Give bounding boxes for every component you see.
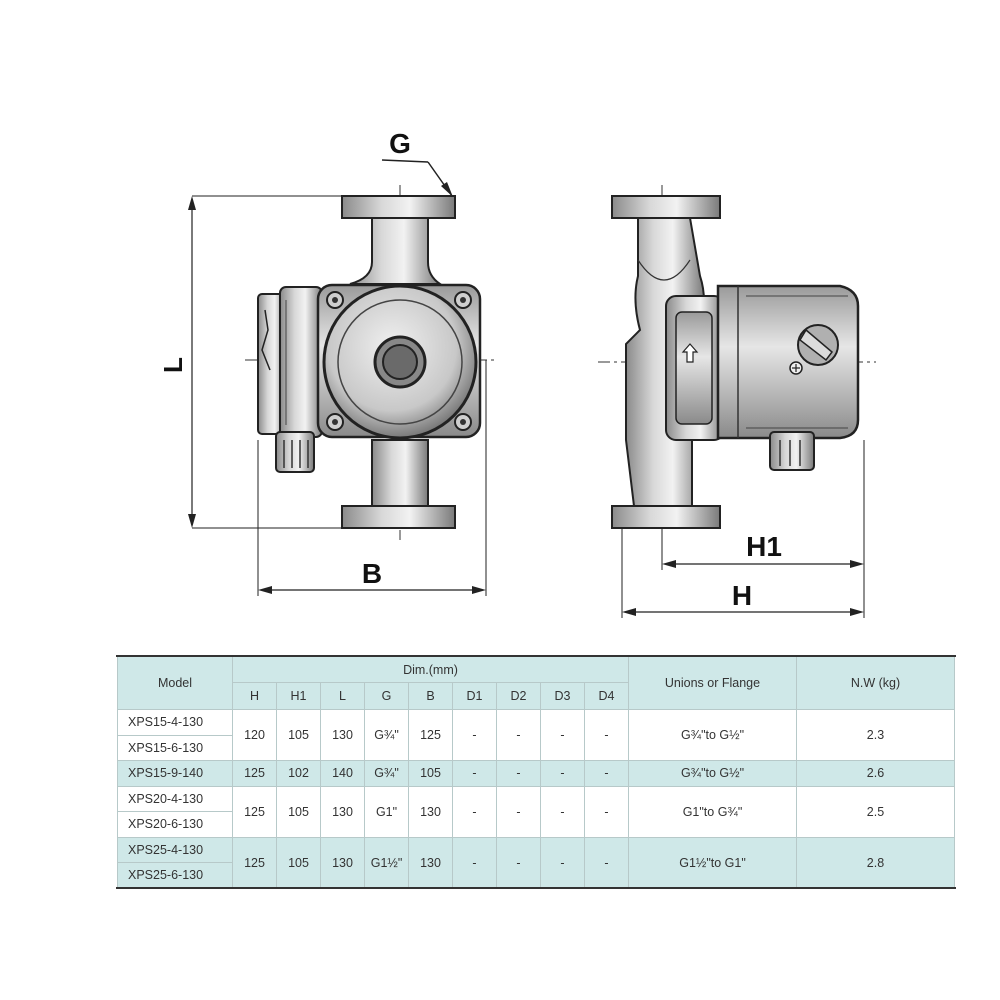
dim-cell: 130 (408, 785, 453, 838)
dim-cell: 125 (408, 709, 453, 761)
dim-cell: 125 (232, 785, 277, 838)
nw-cell: 2.6 (796, 760, 955, 787)
dim-col-header: D4 (584, 682, 629, 710)
dim-cell: G¾" (364, 760, 409, 787)
header-dim: Dim.(mm) (232, 656, 629, 683)
spec-table: Model Dim.(mm) Unions or Flange N.W (kg)… (117, 656, 955, 889)
header-model: Model (117, 656, 233, 710)
table-row: XPS15-6-130 (117, 734, 955, 761)
front-view-dimensions: L B G (158, 128, 487, 596)
table-row: XPS25-6-130 (117, 862, 955, 889)
dim-cell: G¾" (364, 709, 409, 761)
dim-cell: - (540, 785, 585, 838)
dim-col-header: D1 (452, 682, 497, 710)
side-view (598, 185, 876, 540)
model-cell: XPS15-9-140 (117, 760, 233, 787)
dim-cell: 130 (408, 836, 453, 889)
dim-cell: 125 (232, 760, 277, 787)
dim-cell: 102 (276, 760, 321, 787)
dim-cell: 105 (408, 760, 453, 787)
dim-cell: - (584, 836, 629, 889)
dim-cell: 120 (232, 709, 277, 761)
model-cell: XPS25-4-130 (117, 836, 233, 863)
dim-col-header: D3 (540, 682, 585, 710)
model-cell: XPS20-6-130 (117, 811, 233, 838)
dim-cell: - (540, 760, 585, 787)
header-nw: N.W (kg) (796, 656, 955, 710)
dim-cell: - (584, 785, 629, 838)
dim-cell: - (540, 709, 585, 761)
dim-cell: 130 (320, 836, 365, 889)
unions-cell: G¾"to G½" (628, 760, 797, 787)
unions-cell: G1"to G¾" (628, 785, 797, 838)
table-row: XPS20-4-130 125 105 130 G1" 130 - - - - … (117, 785, 955, 838)
nw-cell: 2.5 (796, 785, 955, 838)
header-unions: Unions or Flange (628, 656, 797, 710)
table-row: XPS20-6-130 (117, 811, 955, 838)
pump-dimension-drawing: L B G (158, 128, 876, 618)
dim-cell: G1" (364, 785, 409, 838)
dim-label-h: H (732, 580, 752, 611)
model-cell: XPS20-4-130 (117, 785, 233, 812)
dim-cell: - (452, 760, 497, 787)
front-view (245, 185, 495, 540)
nw-cell: 2.8 (796, 836, 955, 889)
model-cell: XPS15-6-130 (117, 734, 233, 761)
unions-cell: G¾"to G½" (628, 709, 797, 761)
unions-cell: G1½"to G1" (628, 836, 797, 889)
model-cell: XPS25-6-130 (117, 862, 233, 889)
nw-cell: 2.3 (796, 709, 955, 761)
dim-cell: - (496, 836, 541, 889)
dim-cell: - (496, 760, 541, 787)
dim-cell: 140 (320, 760, 365, 787)
dim-cell: 130 (320, 785, 365, 838)
dim-cell: - (452, 836, 497, 889)
dim-cell: - (496, 785, 541, 838)
side-view-dimensions: H1 H (621, 440, 865, 618)
dim-cell: 125 (232, 836, 277, 889)
dim-label-l: L (158, 357, 188, 373)
dim-cell: 105 (276, 836, 321, 889)
dim-label-g: G (389, 128, 411, 159)
dim-col-header: H (232, 682, 277, 710)
dim-col-header: D2 (496, 682, 541, 710)
model-cell: XPS15-4-130 (117, 709, 233, 736)
dim-col-header: L (320, 682, 365, 710)
dim-cell: 130 (320, 709, 365, 761)
dim-cell: - (540, 836, 585, 889)
table-row: XPS15-9-140 125 102 140 G¾" 105 - - - - … (117, 760, 955, 787)
dim-cell: 105 (276, 785, 321, 838)
dim-cell: - (584, 760, 629, 787)
dim-label-b: B (362, 558, 382, 589)
table-row: XPS15-4-130 120 105 130 G¾" 125 - - - - … (117, 709, 955, 761)
dim-col-header: H1 (276, 682, 321, 710)
dim-cell: - (452, 709, 497, 761)
dim-cell: - (496, 709, 541, 761)
dim-col-header: G (364, 682, 409, 710)
table-row: XPS25-4-130 125 105 130 G1½" 130 - - - -… (117, 836, 955, 889)
dim-cell: - (452, 785, 497, 838)
dim-col-header: B (408, 682, 453, 710)
dim-cell: - (584, 709, 629, 761)
dim-cell: 105 (276, 709, 321, 761)
dim-label-h1: H1 (746, 531, 782, 562)
dim-cell: G1½" (364, 836, 409, 889)
